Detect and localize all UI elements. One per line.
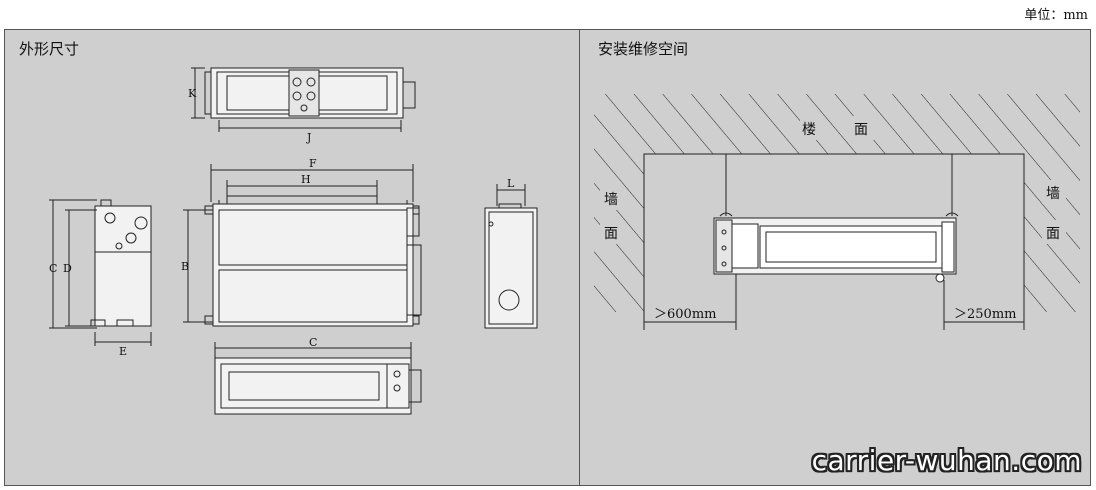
outline-dimensions-panel: 外形尺寸 xyxy=(5,30,580,485)
dim-label-k: K xyxy=(188,87,197,100)
installed-unit xyxy=(713,217,957,283)
floor-label-2: 面 xyxy=(854,122,868,138)
wall-left-label-1: 墙 xyxy=(604,192,618,208)
top-view-unit xyxy=(204,67,416,119)
clearance-right-label: ＞250mm xyxy=(954,307,1016,322)
installation-space-panel: 安装维修空间 xyxy=(580,30,1090,485)
wall-right-label-1: 墙 xyxy=(1046,186,1060,202)
dim-label-c-side: C xyxy=(49,262,57,275)
dim-label-j: J xyxy=(306,131,311,144)
outline-dimensions-drawing: K J F H L C D B E C xyxy=(49,67,538,415)
wall-left-label-2: 面 xyxy=(604,226,618,242)
wall-right-label-2: 面 xyxy=(1046,226,1060,242)
drawing-frame: 外形尺寸 xyxy=(4,29,1091,486)
ceiling-and-walls xyxy=(594,94,1080,312)
dim-label-c-bottom: C xyxy=(309,336,317,349)
installation-space-drawing: 楼 面 墙 面 墙 面 ＞600mm ＞250mm xyxy=(594,94,1080,330)
clearance-left-label: ＞600mm xyxy=(654,307,716,322)
installation-space-title: 安装维修空间 xyxy=(598,40,689,58)
dim-label-b: B xyxy=(181,260,189,273)
end-view-unit xyxy=(484,203,538,329)
unit-label: 单位：mm xyxy=(1024,8,1088,23)
dim-label-f: F xyxy=(309,157,317,170)
dim-label-e: E xyxy=(119,345,127,358)
watermark-text: carrier-wuhan.com xyxy=(811,444,1082,477)
front-view-unit xyxy=(204,195,422,327)
dim-label-l: L xyxy=(507,177,515,190)
outline-dimensions-title: 外形尺寸 xyxy=(19,40,80,58)
dim-label-d: D xyxy=(63,262,72,275)
side-view-unit xyxy=(90,199,152,327)
floor-label-1: 楼 xyxy=(802,122,816,138)
dim-label-h: H xyxy=(301,173,311,186)
bottom-view-unit xyxy=(214,357,422,415)
